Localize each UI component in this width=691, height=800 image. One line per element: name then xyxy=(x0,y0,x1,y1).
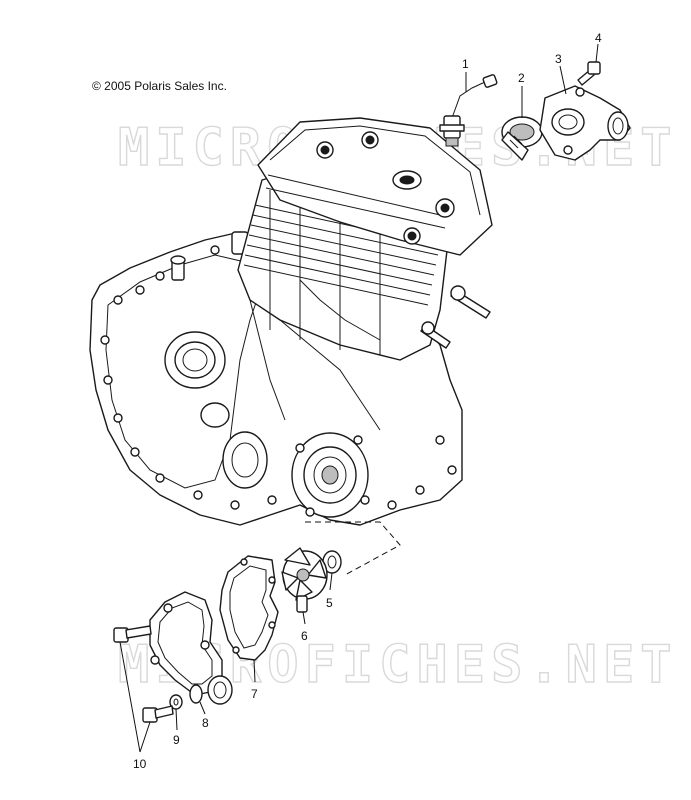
callout-1: 1 xyxy=(462,57,469,71)
pump-cover xyxy=(149,591,233,705)
part-8-o-ring xyxy=(189,684,203,704)
callout-10: 10 xyxy=(133,757,147,771)
callout-8: 8 xyxy=(202,716,209,730)
part-3-thermostat-cover xyxy=(539,85,631,161)
callout-4: 4 xyxy=(595,31,602,45)
callout-9: 9 xyxy=(173,733,180,747)
part-2-thermostat xyxy=(501,116,543,161)
pump-housing xyxy=(291,432,370,518)
callout-6: 6 xyxy=(301,629,308,643)
callout-5: 5 xyxy=(326,596,333,610)
callout-2: 2 xyxy=(518,71,525,85)
callout-leaders xyxy=(119,43,599,753)
engine-assembly xyxy=(89,117,493,576)
part-4-bolt xyxy=(577,61,601,86)
head-bolts xyxy=(316,131,455,245)
part-7-gasket xyxy=(219,555,279,661)
callout-7: 7 xyxy=(251,687,258,701)
crankcase-bolts xyxy=(100,245,457,510)
copyright-notice: © 2005 Polaris Sales Inc. xyxy=(92,79,227,93)
part-10-bolts xyxy=(113,625,174,723)
part-1-temperature-sensor xyxy=(439,74,498,147)
callout-3: 3 xyxy=(555,52,562,66)
side-studs xyxy=(420,285,491,349)
part-6-impeller xyxy=(281,547,328,613)
